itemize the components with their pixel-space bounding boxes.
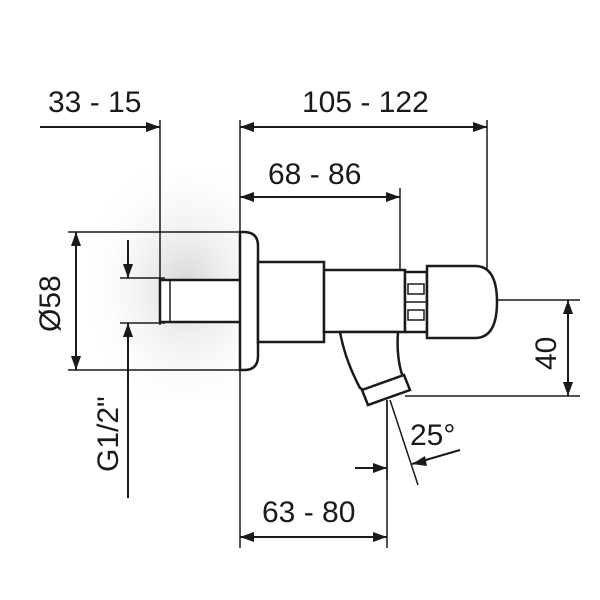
push-button	[425, 264, 499, 340]
dim-total-length: 105 - 122	[302, 86, 429, 119]
arrow-diam-bottom	[71, 356, 81, 370]
arrow-angle-right	[412, 456, 427, 466]
outlet-nozzle	[360, 373, 412, 407]
arrow-thread-top	[123, 264, 133, 278]
dim-height: 40	[530, 337, 563, 370]
arrow-height-top	[563, 300, 573, 314]
arrow-angle-left	[373, 463, 387, 473]
arrow-total-right	[473, 122, 487, 132]
arrow-wall-offset	[146, 122, 160, 132]
arrow-total-left	[240, 122, 254, 132]
dim-body-length: 68 - 86	[268, 158, 361, 191]
arrow-body-left	[240, 192, 254, 202]
dim-angle: 25°	[410, 419, 455, 452]
thread-stub	[158, 278, 244, 324]
dim-flange-diameter: Ø58	[34, 275, 67, 332]
arrow-outlet-left	[240, 532, 254, 542]
wall-flange	[238, 230, 260, 372]
arrow-outlet-right	[373, 532, 387, 542]
body-cylinder	[256, 260, 326, 344]
arrow-height-bottom	[563, 382, 573, 396]
hex-nut-inner-top	[407, 283, 425, 295]
arrow-diam-top	[71, 232, 81, 246]
dim-thread: G1/2"	[92, 396, 125, 472]
dim-wall-offset: 33 - 15	[48, 86, 141, 119]
dim-outlet-length: 63 - 80	[262, 496, 355, 529]
arrow-body-right	[386, 192, 400, 202]
hex-nut-inner-bottom	[407, 309, 425, 321]
body-neck	[322, 268, 407, 334]
angle-line-slanted	[389, 399, 419, 486]
arrow-thread-bottom	[123, 323, 133, 337]
